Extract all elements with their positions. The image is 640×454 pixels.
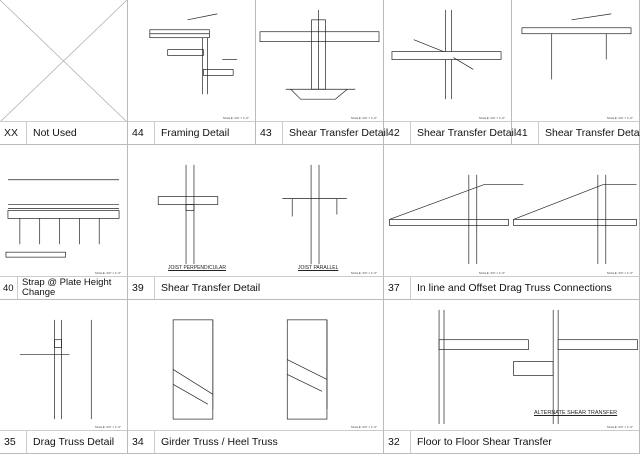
detail-title: Strap @ Plate Height Change: [22, 277, 112, 298]
detail-44: SCALE: 3/4" = 1'-0" 44 Framing Detail: [128, 0, 256, 145]
detail-34: SCALE: 3/4" = 1'-0" 34 Girder Truss / Hee…: [128, 300, 384, 454]
framing-drawing: [128, 0, 255, 122]
detail-number: 32: [384, 431, 411, 453]
detail-37: SCALE: 3/4" = 1'-0" SCALE: 3/4" = 1'-0" …: [384, 145, 640, 300]
detail-number: XX: [0, 122, 27, 144]
scale-label: SCALE: 3/4" = 1'-0": [606, 425, 633, 429]
detail-xx: XX Not Used: [0, 0, 128, 145]
scale-label: SCALE: 3/4" = 1'-0": [350, 271, 377, 275]
shear-transfer-drawing: [384, 0, 511, 122]
detail-42: SCALE: 3/4" = 1'-0" 42 Shear Transfer Det…: [384, 0, 516, 145]
scale-label: SCALE: 3/4" = 1'-0": [94, 425, 121, 429]
detail-title: In line and Offset Drag Truss Connection…: [417, 282, 612, 294]
detail-title: Girder Truss / Heel Truss: [161, 436, 278, 448]
not-used-cross: [0, 0, 127, 122]
shear-transfer-drawing: [256, 0, 383, 122]
detail-number: 35: [0, 431, 27, 453]
subtitle-alternate-shear-transfer: ALTERNATE SHEAR TRANSFER: [534, 410, 618, 416]
detail-39: JOIST PERPENDICULAR JOIST PARALLEL SCALE…: [128, 145, 384, 300]
drag-truss-drawing: [384, 145, 639, 277]
detail-title: Not Used: [33, 127, 77, 139]
scale-label: SCALE: 3/4" = 1'-0": [606, 271, 633, 275]
girder-truss-drawing: [128, 300, 383, 431]
detail-number: 40: [0, 277, 18, 299]
drag-truss-drawing: [0, 300, 127, 431]
scale-label: SCALE: 3/4" = 1'-0": [478, 271, 505, 275]
shear-transfer-drawing: [128, 145, 383, 277]
detail-number: 39: [128, 277, 155, 299]
detail-number: 34: [128, 431, 155, 453]
detail-number: 44: [128, 122, 155, 144]
detail-title: Shear Transfer Detail: [161, 282, 261, 294]
strap-drawing: [0, 145, 127, 277]
scale-label: SCALE: 3/4" = 1'-0": [222, 116, 249, 120]
scale-label: SCALE: 3/4" = 1'-0": [478, 116, 505, 120]
subtitle-joist-parallel: JOIST PARALLEL: [298, 265, 339, 271]
detail-number: 43: [256, 122, 283, 144]
detail-number: 42: [384, 122, 411, 144]
detail-number: 41: [512, 122, 539, 144]
scale-label: SCALE: 3/4" = 1'-0": [606, 116, 633, 120]
scale-label: SCALE: 3/4" = 1'-0": [94, 271, 121, 275]
shear-transfer-drawing: [512, 0, 639, 122]
floor-shear-transfer-drawing: [384, 300, 639, 431]
detail-title: Framing Detail: [161, 127, 230, 139]
detail-number: 37: [384, 277, 411, 299]
detail-title: Floor to Floor Shear Transfer: [417, 436, 552, 448]
detail-title: Drag Truss Detail: [33, 436, 115, 448]
detail-title: Shear Transfer Detail: [417, 127, 517, 139]
scale-label: SCALE: 3/4" = 1'-0": [350, 116, 377, 120]
detail-43: SCALE: 3/4" = 1'-0" 43 Shear Transfer Det…: [256, 0, 388, 145]
detail-title: Shear Transfer Detail: [289, 127, 389, 139]
scale-label: SCALE: 3/4" = 1'-0": [350, 425, 377, 429]
subtitle-joist-perpendicular: JOIST PERPENDICULAR: [168, 265, 226, 271]
detail-title: Shear Transfer Detail: [545, 127, 640, 139]
detail-35: SCALE: 3/4" = 1'-0" 35 Drag Truss Detail: [0, 300, 128, 454]
detail-32: ALTERNATE SHEAR TRANSFER SCALE: 3/4" = 1…: [384, 300, 640, 454]
detail-41: SCALE: 3/4" = 1'-0" 41 Shear Transfer Det…: [512, 0, 640, 145]
